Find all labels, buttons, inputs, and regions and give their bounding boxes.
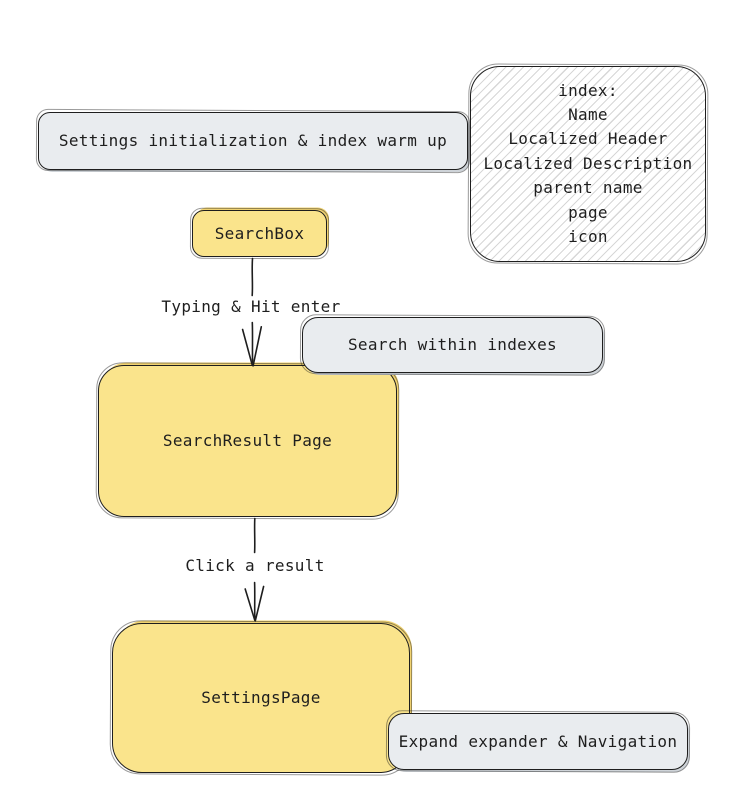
node-search-result-page: SearchResult Page bbox=[98, 365, 397, 517]
node-settings-page: SettingsPage bbox=[112, 623, 410, 773]
index-note-line: page bbox=[568, 202, 608, 222]
arrow-typing-head-icon bbox=[241, 326, 263, 367]
index-note-line: Localized Description bbox=[483, 153, 693, 173]
edge-label-click-result: Click a result bbox=[185, 556, 325, 575]
index-note-title: index: bbox=[558, 80, 618, 100]
node-expand-navigation: Expand expander & Navigation bbox=[388, 713, 688, 770]
edge-label-typing: Typing & Hit enter bbox=[161, 297, 341, 316]
node-search-result-page-label: SearchResult Page bbox=[162, 431, 333, 450]
index-note-line: Localized Header bbox=[508, 129, 668, 149]
node-search-box: SearchBox bbox=[192, 210, 327, 257]
index-note-line: icon bbox=[568, 227, 608, 247]
node-expand-navigation-label: Expand expander & Navigation bbox=[398, 731, 678, 751]
index-note-line: parent name bbox=[533, 178, 643, 198]
arrow-click-head-icon bbox=[244, 585, 265, 622]
index-note-line: Name bbox=[568, 104, 608, 124]
node-search-within-indexes: Search within indexes bbox=[302, 317, 603, 373]
index-note-text: index: Name Localized Header Localized D… bbox=[483, 79, 692, 250]
node-settings-init: Settings initialization & index warm up bbox=[38, 112, 468, 170]
node-settings-init-label: Settings initialization & index warm up bbox=[58, 131, 448, 150]
node-settings-page-label: SettingsPage bbox=[201, 688, 321, 707]
node-index-note: index: Name Localized Header Localized D… bbox=[470, 66, 706, 262]
node-search-box-label: SearchBox bbox=[214, 223, 305, 243]
node-search-within-indexes-label: Search within indexes bbox=[347, 335, 557, 354]
